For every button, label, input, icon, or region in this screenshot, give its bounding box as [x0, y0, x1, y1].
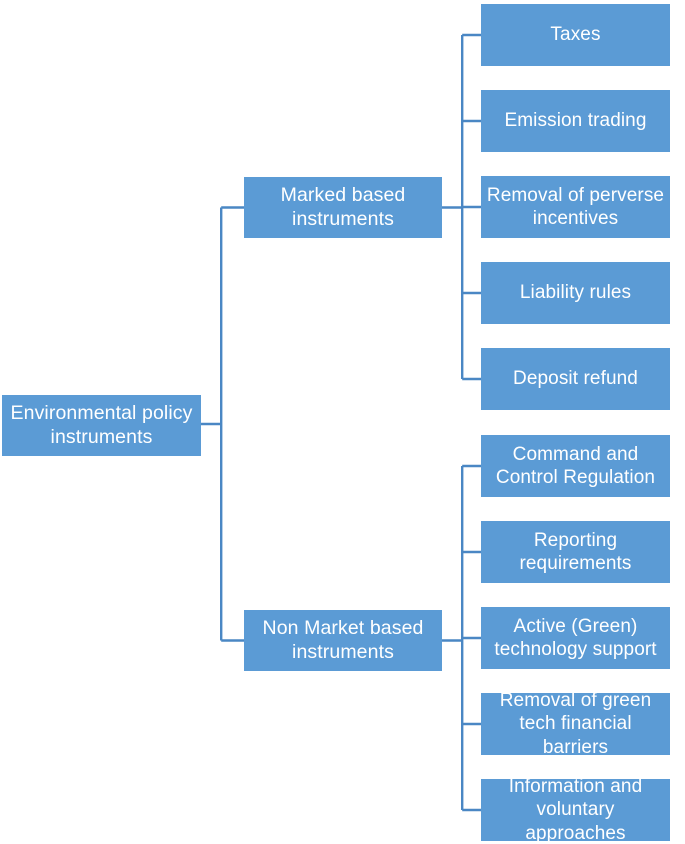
node-information-and-voluntary-approaches[interactable]: Information and voluntary approaches: [481, 776, 670, 844]
node-marked-based-instruments[interactable]: Marked based instruments: [244, 177, 442, 238]
node-label: Emission trading: [504, 110, 647, 132]
node-label: Reporting requirements: [519, 529, 632, 574]
node-environmental-policy-instruments[interactable]: Environmental policy instruments: [2, 395, 201, 456]
node-label: Deposit refund: [513, 368, 638, 390]
node-emission-trading[interactable]: Emission trading: [481, 90, 670, 152]
node-removal-of-perverse-incentives[interactable]: Removal of perverse incentives: [481, 176, 670, 238]
node-label: Removal of green tech financial barriers: [499, 690, 652, 758]
node-label: Marked based instruments: [280, 183, 406, 230]
node-taxes[interactable]: Taxes: [481, 4, 670, 66]
node-removal-of-green-tech-financial-barriers[interactable]: Removal of green tech financial barriers: [481, 690, 670, 758]
node-active-green-technology-support[interactable]: Active (Green) technology support: [481, 607, 670, 669]
node-label: Information and voluntary approaches: [508, 776, 643, 844]
node-deposit-refund[interactable]: Deposit refund: [481, 348, 670, 410]
node-label: Active (Green) technology support: [494, 615, 657, 660]
node-label: Command and Control Regulation: [495, 443, 656, 488]
node-label: Liability rules: [519, 282, 632, 304]
node-liability-rules[interactable]: Liability rules: [481, 262, 670, 324]
node-label: Taxes: [550, 24, 601, 46]
node-non-market-based-instruments[interactable]: Non Market based instruments: [244, 610, 442, 671]
node-reporting-requirements[interactable]: Reporting requirements: [481, 521, 670, 583]
node-label: Non Market based instruments: [262, 616, 424, 663]
node-label: Environmental policy instruments: [10, 401, 193, 448]
node-label: Removal of perverse incentives: [486, 184, 665, 229]
node-command-and-control-regulation[interactable]: Command and Control Regulation: [481, 435, 670, 497]
